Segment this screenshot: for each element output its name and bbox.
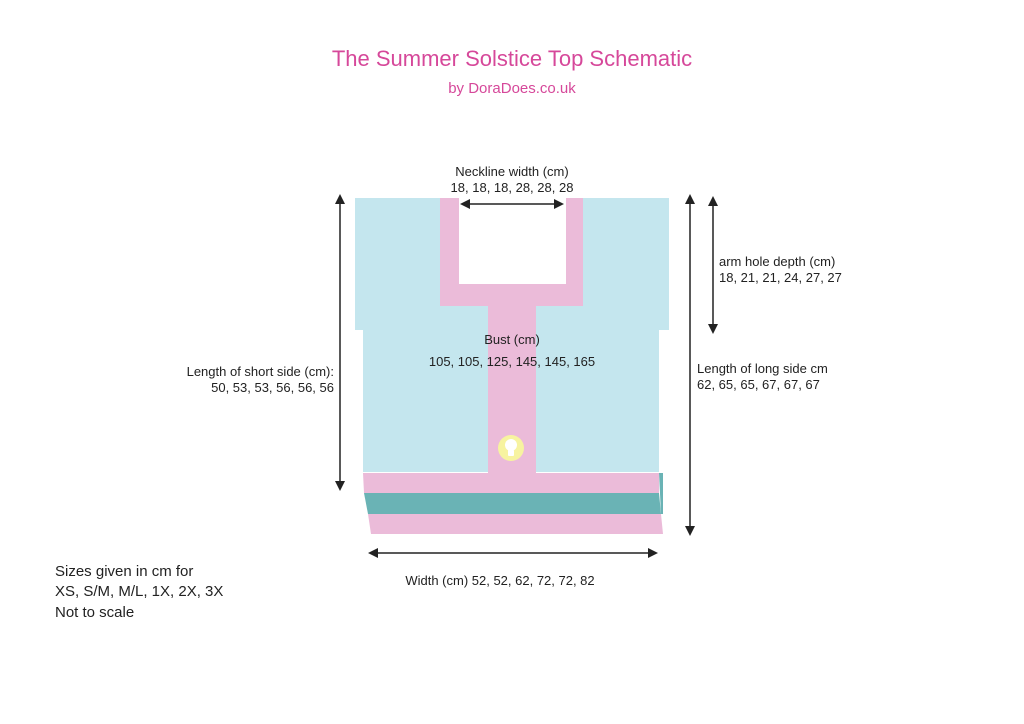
hem-band-bottom	[368, 514, 663, 534]
long-side-values: 62, 65, 65, 67, 67, 67	[697, 376, 820, 392]
bust-values: 105, 105, 125, 145, 145, 165	[428, 353, 596, 369]
short-side-label: Length of short side (cm): 50, 53, 53, 5…	[187, 364, 334, 395]
page-title: The Summer Solstice Top Schematic	[331, 46, 693, 71]
notes-line-1: Sizes given in cm for	[55, 563, 194, 580]
long-side-title: Length of long side cm	[697, 361, 828, 376]
neckline-title: Neckline width (cm)	[455, 164, 569, 179]
width-label: Width (cm) 52, 52, 62, 72, 72, 82	[405, 573, 595, 588]
notes-line-3: Not to scale	[55, 603, 135, 621]
bust-title: Bust (cm)	[484, 332, 540, 347]
short-side-title: Length of short side (cm):	[186, 364, 334, 379]
bust-label: Bust (cm) 105, 105, 125, 145, 145, 165	[402, 332, 622, 369]
short-side-values: 50, 53, 53, 56, 56, 56	[211, 379, 334, 395]
neckline-values: 18, 18, 18, 28, 28, 28	[450, 179, 574, 195]
button-icon	[498, 435, 524, 461]
armhole-label: arm hole depth (cm) 18, 21, 21, 24, 27, …	[719, 254, 842, 285]
hem-stripe	[364, 493, 661, 514]
hem-side-edge	[659, 473, 663, 514]
armhole-title: arm hole depth (cm)	[719, 254, 836, 269]
hem-band-top	[363, 473, 659, 493]
byline: by DoraDoes.co.uk	[448, 80, 576, 97]
neckline-opening	[459, 198, 566, 284]
neckline-label: Neckline width (cm) 18, 18, 18, 28, 28, …	[412, 164, 612, 195]
neckline-band	[440, 198, 583, 306]
notes-line-2: XS, S/M, M/L, 1X, 2X, 3X	[55, 583, 224, 601]
size-notes: Sizes given in cm for XS, S/M, M/L, 1X, …	[55, 562, 223, 623]
armhole-values: 18, 21, 21, 24, 27, 27	[719, 269, 842, 285]
long-side-label: Length of long side cm 62, 65, 65, 67, 6…	[697, 361, 828, 392]
